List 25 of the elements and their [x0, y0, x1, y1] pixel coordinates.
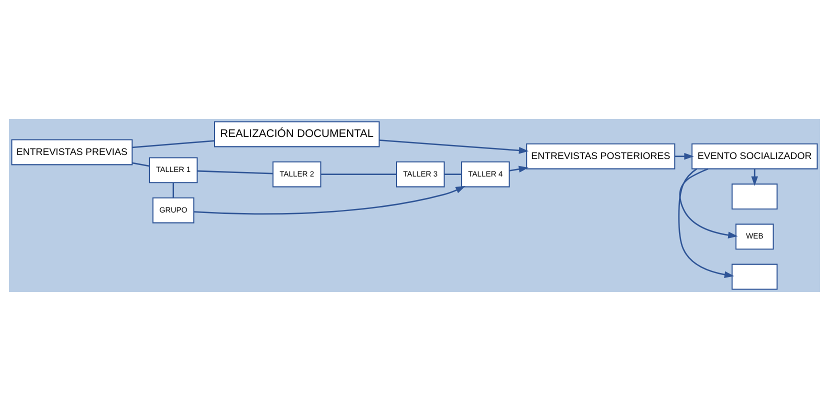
- node-box: ENTREVISTAS PREVIAS: [11, 139, 133, 166]
- connector: [444, 174, 462, 176]
- arrow: [678, 168, 734, 278]
- node-box: TALLER 3: [396, 161, 445, 188]
- connector: [132, 140, 215, 148]
- node-box: [732, 264, 778, 290]
- node-box: REALIZACIÓN DOCUMENTAL: [214, 121, 380, 148]
- node-box: [732, 184, 778, 210]
- node-box: TALLER 4: [461, 161, 510, 188]
- connector: [197, 170, 273, 174]
- arrow: [674, 152, 694, 160]
- node-box: ENTREVISTAS POSTERIORES: [526, 143, 676, 170]
- arrow: [509, 166, 529, 173]
- arrow: [679, 168, 738, 238]
- node-box: EVENTO SOCIALIZADOR: [691, 143, 818, 170]
- node-box: TALLER 2: [272, 161, 322, 188]
- connector: [172, 182, 174, 198]
- arrow: [379, 140, 529, 154]
- node-box: WEB: [735, 224, 774, 250]
- arrow: [194, 186, 466, 215]
- connector: [132, 162, 150, 167]
- arrow: [751, 168, 758, 186]
- connector: [320, 174, 396, 176]
- node-box: GRUPO: [152, 197, 194, 224]
- node-box: TALLER 1: [148, 157, 198, 184]
